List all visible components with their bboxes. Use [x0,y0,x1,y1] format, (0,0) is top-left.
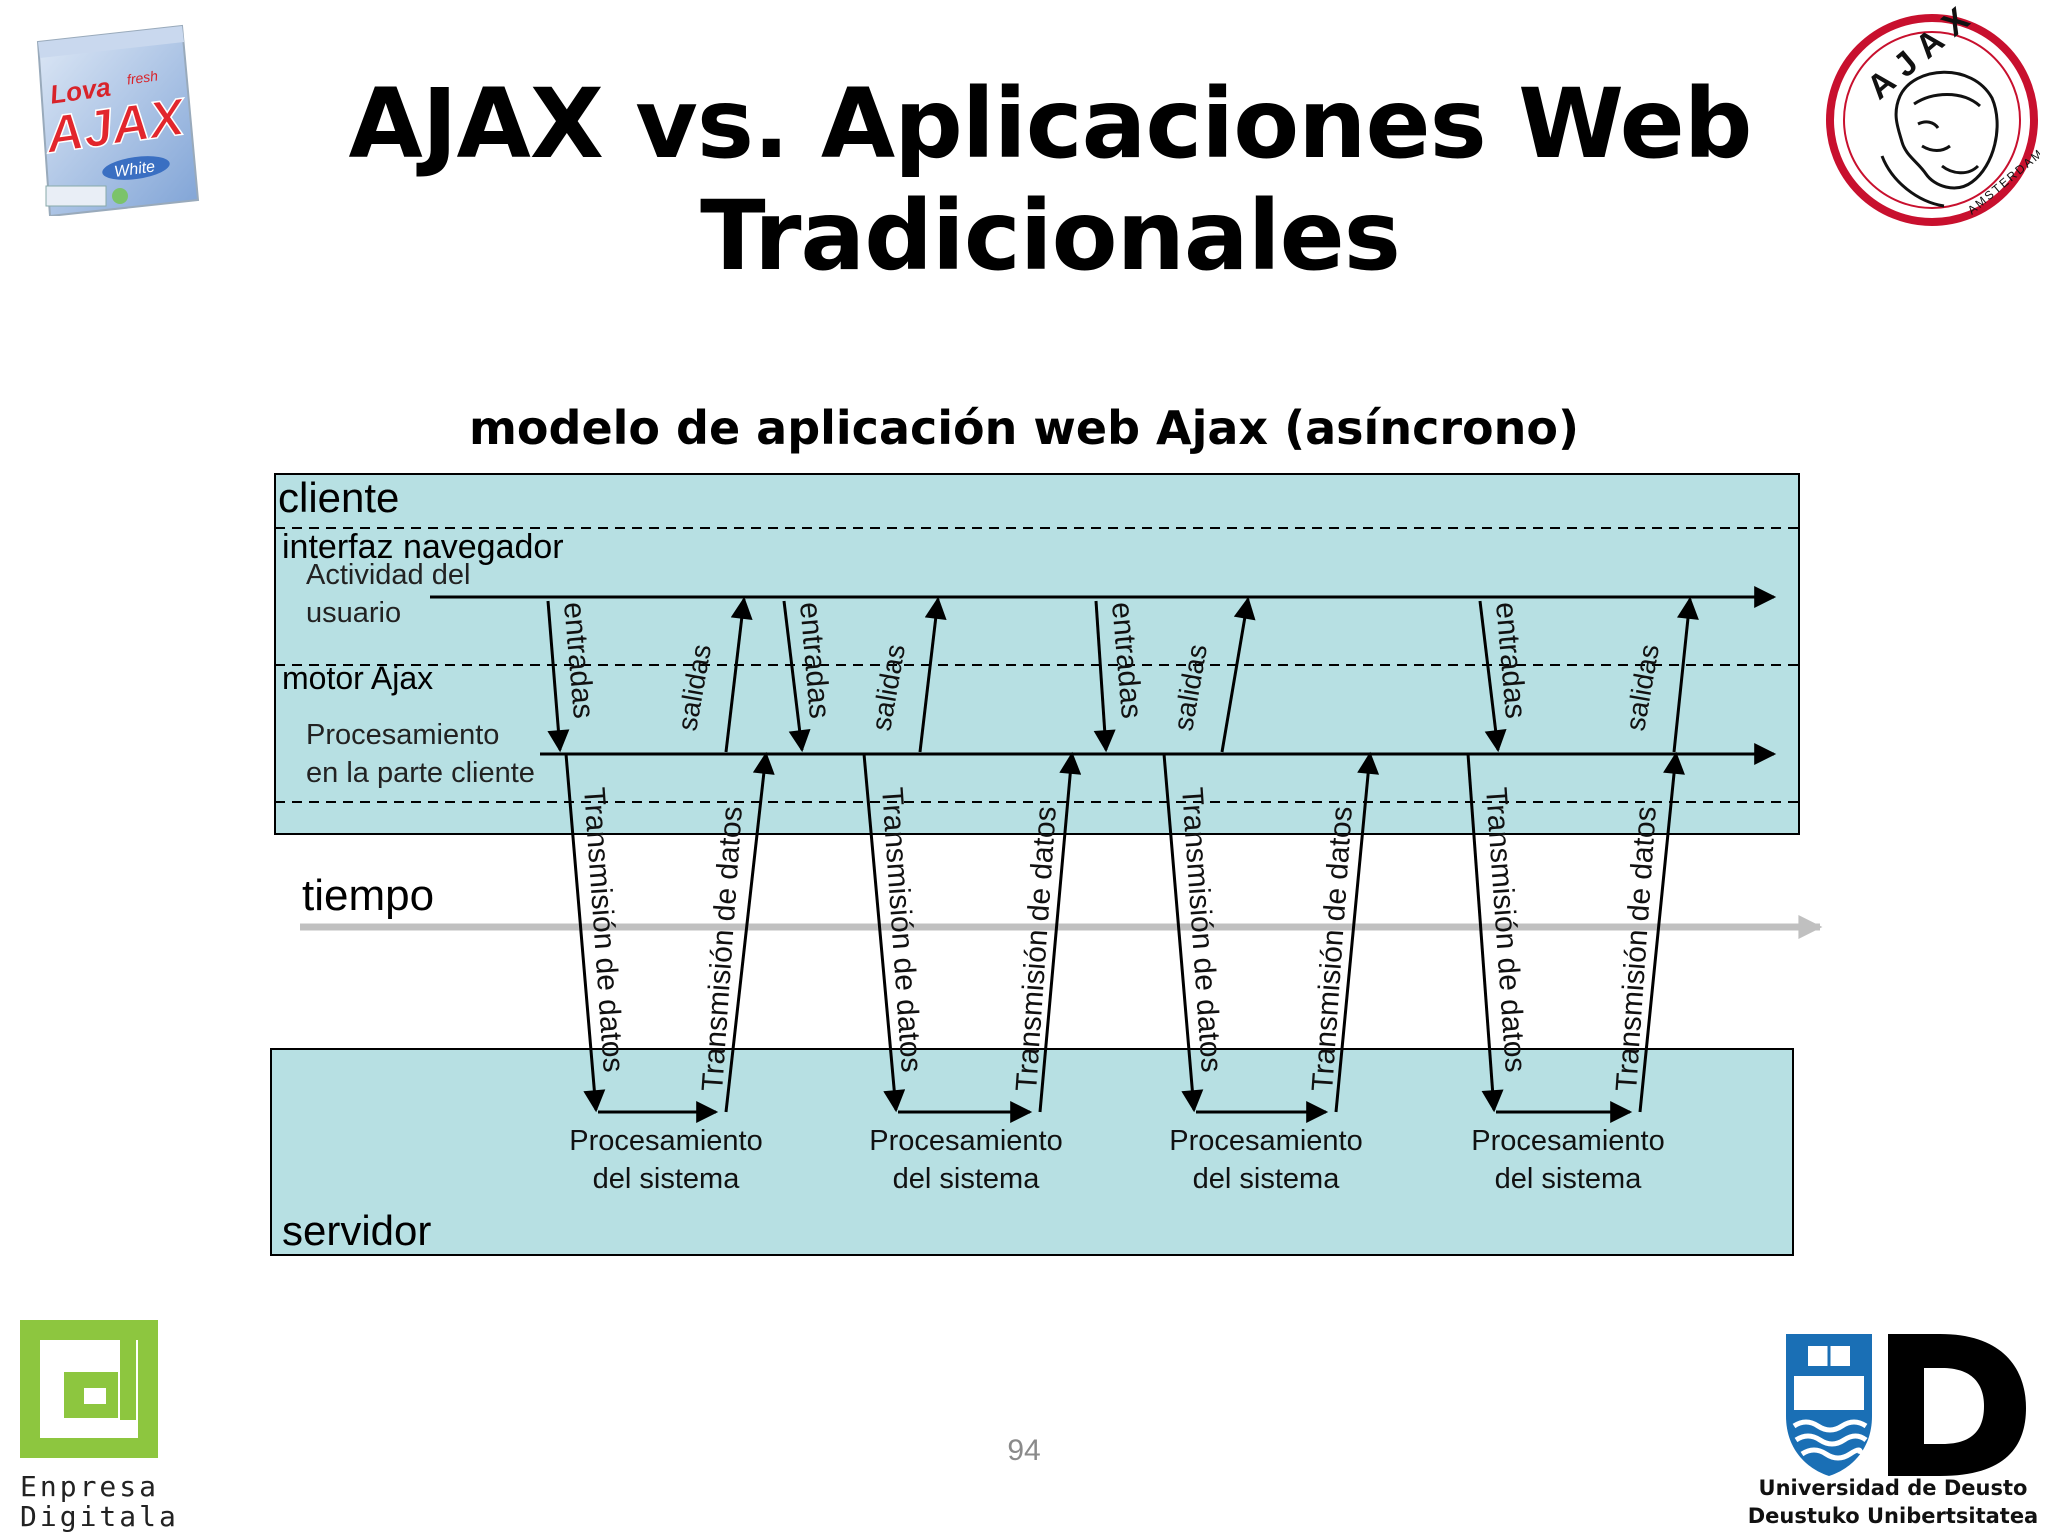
transmission-down-arrow-4 [1466,753,1504,1113]
deusto-line-1: Universidad de Deusto [1758,1476,2028,1500]
transmission-up-arrow-2 [1038,751,1082,1113]
client-processing-label-1: Procesamiento [306,719,499,751]
input-arrow-3 [1093,600,1116,753]
page-number: 94 [1007,1434,1041,1467]
transmission-up-arrow-4 [1638,751,1685,1113]
transmission-up-arrow-3 [1334,751,1380,1113]
deusto-logo-text: Universidad de Deusto Deustuko Unibertsi… [1740,1474,2046,1530]
input-arrow-2 [782,600,811,753]
server-box [270,1048,1794,1256]
ajax-detergent-logo: Lova fresh AJAX White [36,24,200,216]
output-arrow-2 [918,596,947,753]
client-processing-label-2: en la parte cliente [306,757,535,789]
user-activity-label-2: usuario [306,597,401,629]
slide-title: AJAX vs. Aplicaciones Web Tradicionales [348,68,1753,292]
diagram-heading: modelo de aplicación web Ajax (asíncrono… [469,401,1579,455]
system-processing-label-1-1: Procesamiento [569,1125,762,1157]
system-processing-label-2-2: del sistema [893,1163,1041,1195]
time-label: tiempo [302,871,434,920]
ajax-box-variant: White [113,158,156,181]
client-box [274,473,1800,835]
input-arrow-4 [1478,600,1507,753]
interface-label: interfaz navegador [282,528,564,566]
output-arrow-3 [1220,596,1256,753]
input-arrow-1 [546,600,570,753]
transmission-down-arrow-3 [1162,753,1204,1113]
ajax-amsterdam-logo: AJAX AMSTERDAM [1826,6,2040,226]
enpresa-line-2: Digitala [20,1500,179,1533]
enpresa-line-1: Enpresa [20,1470,160,1503]
transmission-down-arrow-1 [564,753,606,1113]
system-processing-label-2-3: del sistema [1193,1163,1341,1195]
system-processing-label-2-1: del sistema [593,1163,741,1195]
system-processing-label-1-2: Procesamiento [869,1125,1062,1157]
system-processing-label-2-4: del sistema [1495,1163,1643,1195]
system-processing-label-1-4: Procesamiento [1471,1125,1664,1157]
deusto-line-2: Deustuko Unibertsitatea [1747,1504,2039,1528]
engine-label: motor Ajax [282,660,433,696]
server-label: servidor [282,1207,431,1254]
deusto-university-logo [1786,1334,2026,1476]
output-arrow-1 [724,596,753,753]
transmission-up-arrow-1 [724,751,775,1113]
enpresa-digitala-logo [20,1320,158,1458]
arrow-layer [546,596,1699,1123]
client-label: cliente [278,474,399,521]
system-processing-label-1-3: Procesamiento [1169,1125,1362,1157]
ajax-box-sub: fresh [126,67,159,87]
output-arrow-4 [1672,596,1699,753]
transmission-down-arrow-2 [862,753,906,1113]
enpresa-logo-text: Enpresa Digitala [20,1470,179,1533]
user-activity-label-1: Actividad del [306,559,470,591]
